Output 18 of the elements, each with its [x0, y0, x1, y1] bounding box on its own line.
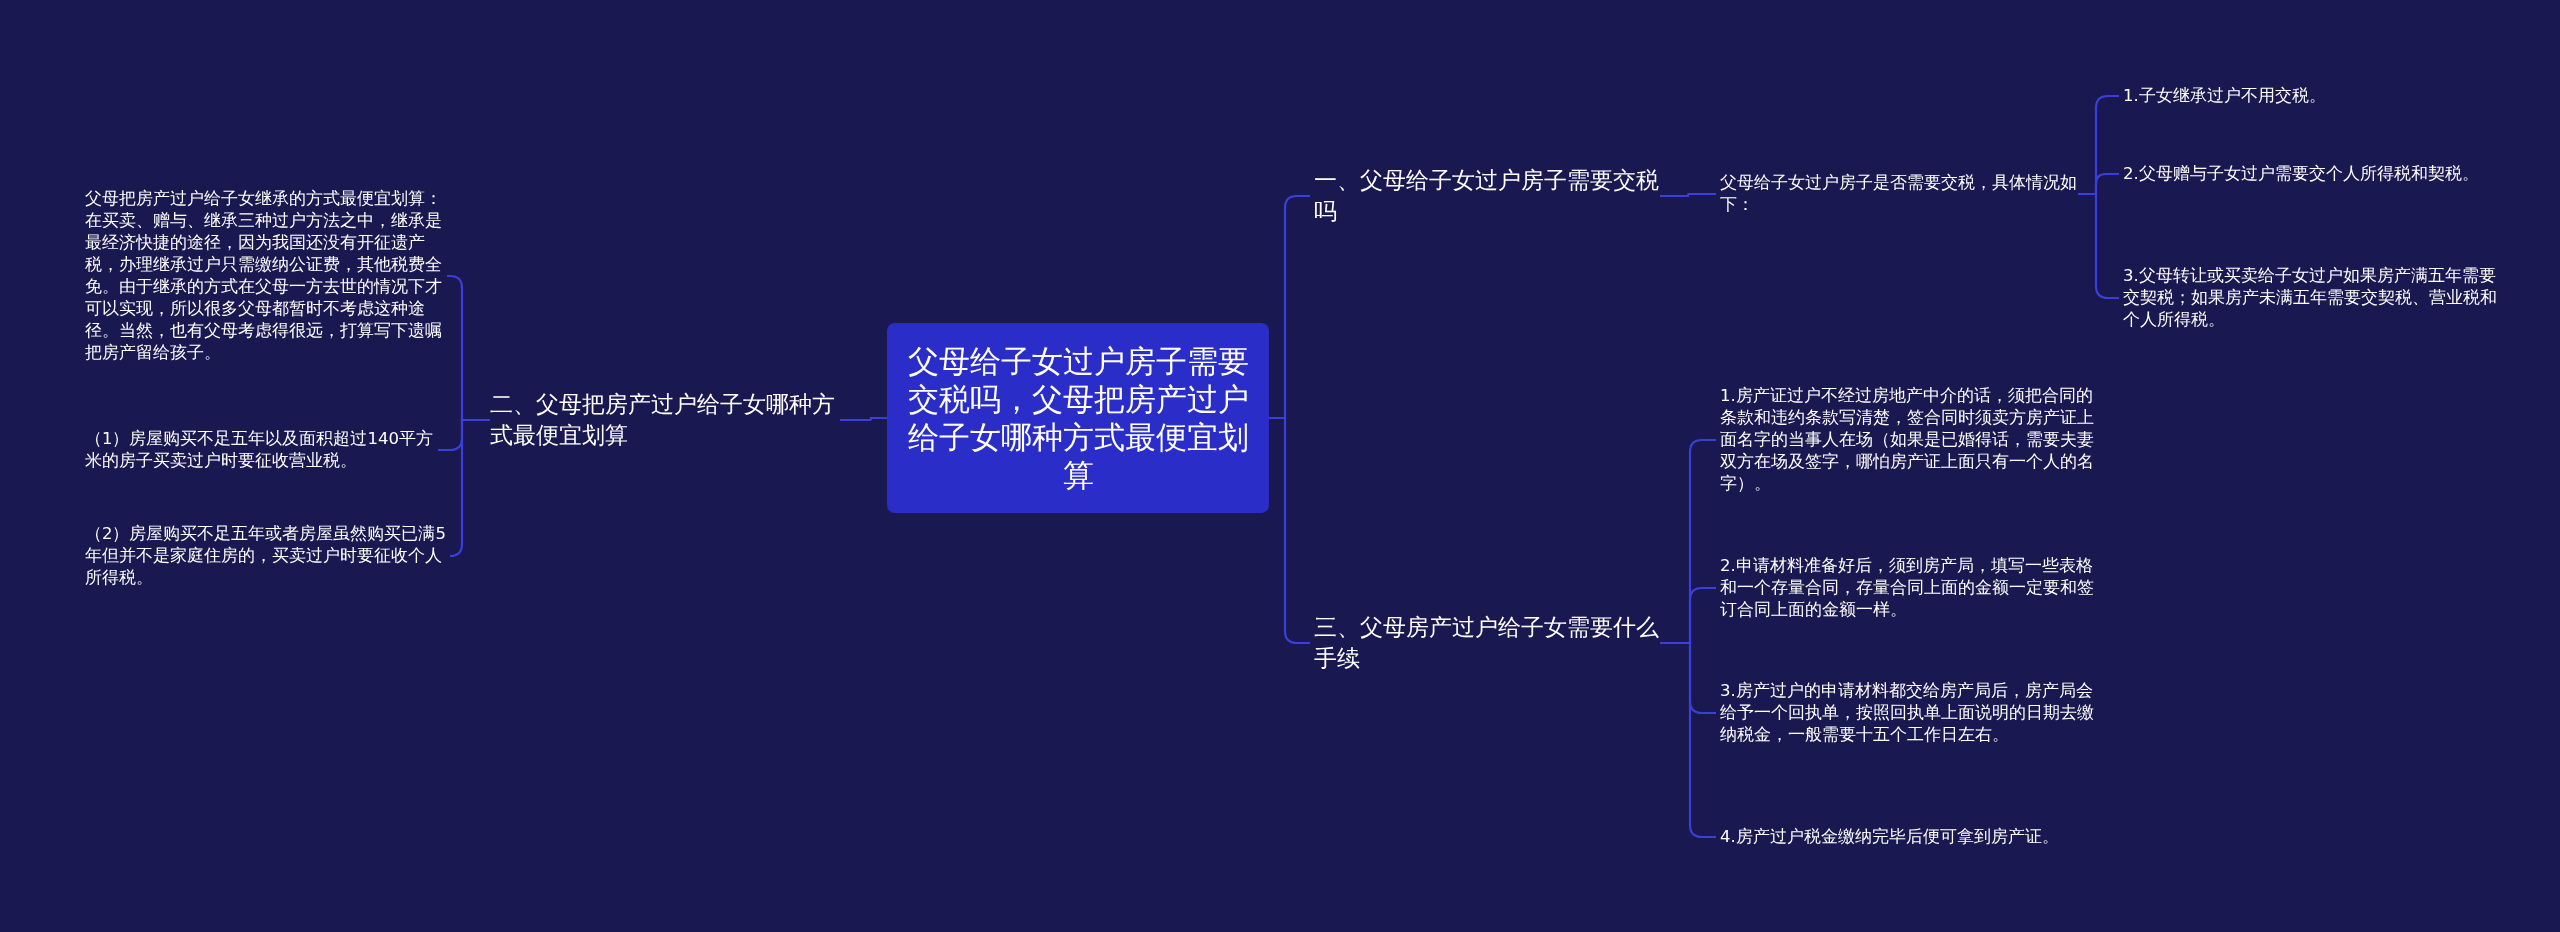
- branch-topic: 二、父母把房产过户给子女哪种方式最便宜划算: [490, 389, 836, 451]
- central-topic-box: 父母给子女过户房子需要交税吗，父母把房产过户给子女哪种方式最便宜划算: [887, 323, 1269, 513]
- connector-line: [1660, 192, 1716, 198]
- branch-topic: 一、父母给子女过户房子需要交税吗: [1314, 165, 1660, 227]
- leaf-text: （2）房屋购买不足五年或者房屋虽然购买已满5年但并不是家庭住房的，买卖过户时要征收个人所得税。: [85, 523, 447, 589]
- leaf-text: 父母给子女过户房子是否需要交税，具体情况如下：: [1720, 172, 2078, 216]
- leaf-text: 2.父母赠与子女过户需要交个人所得税和契税。: [2123, 163, 2480, 185]
- branch-topic: 三、父母房产过户给子女需要什么手续: [1314, 612, 1660, 674]
- leaf-text: 3.父母转让或买卖给子女过户如果房产满五年需要交契税；如果房产未满五年需要交契税、营业税和个人所得税。: [2123, 265, 2498, 331]
- connector-line: [448, 418, 490, 558]
- leaf-text: 2.申请材料准备好后，须到房产局，填写一些表格和一个存量合同，存量合同上面的金额一定要和签订合同上面的金额一样。: [1720, 555, 2095, 621]
- leaf-text: 1.房产证过户不经过房地产中介的话，须把合同的条款和违约条款写清楚，签合同时须卖方房产证上面名字的当事人在场（如果是已婚得话，需要夫妻双方在场及签字，哪怕房产证上面只有一个人的名字）。: [1720, 385, 2095, 495]
- leaf-text: （1）房屋购买不足五年以及面积超过140平方米的房子买卖过户时要征收营业税。: [85, 428, 434, 472]
- leaf-text: 1.子女继承过户不用交税。: [2123, 85, 2327, 107]
- leaf-text: 3.房产过户的申请材料都交给房产局后，房产局会给予一个回执单，按照回执单上面说明的日期去缴纳税金，一般需要十五个工作日左右。: [1720, 680, 2095, 746]
- connector-line: [840, 416, 887, 422]
- leaf-text: 父母把房产过户给子女继承的方式最便宜划算：在买卖、赠与、继承三种过户方法之中，继承是最经济快捷的途径，因为我国还没有开征遗产税，办理继承过户只需缴纳公证费，其他税费全免。由于继承的方式在父母一方去世的情况下才可以实现，所以很多父母都暂时不考虑这种途径。当然，也有父母考虑得很远，打算写下遗嘱把房产留给孩子。: [85, 188, 443, 364]
- leaf-text: 4.房产过户税金缴纳完毕后便可拿到房产证。: [1720, 826, 2060, 848]
